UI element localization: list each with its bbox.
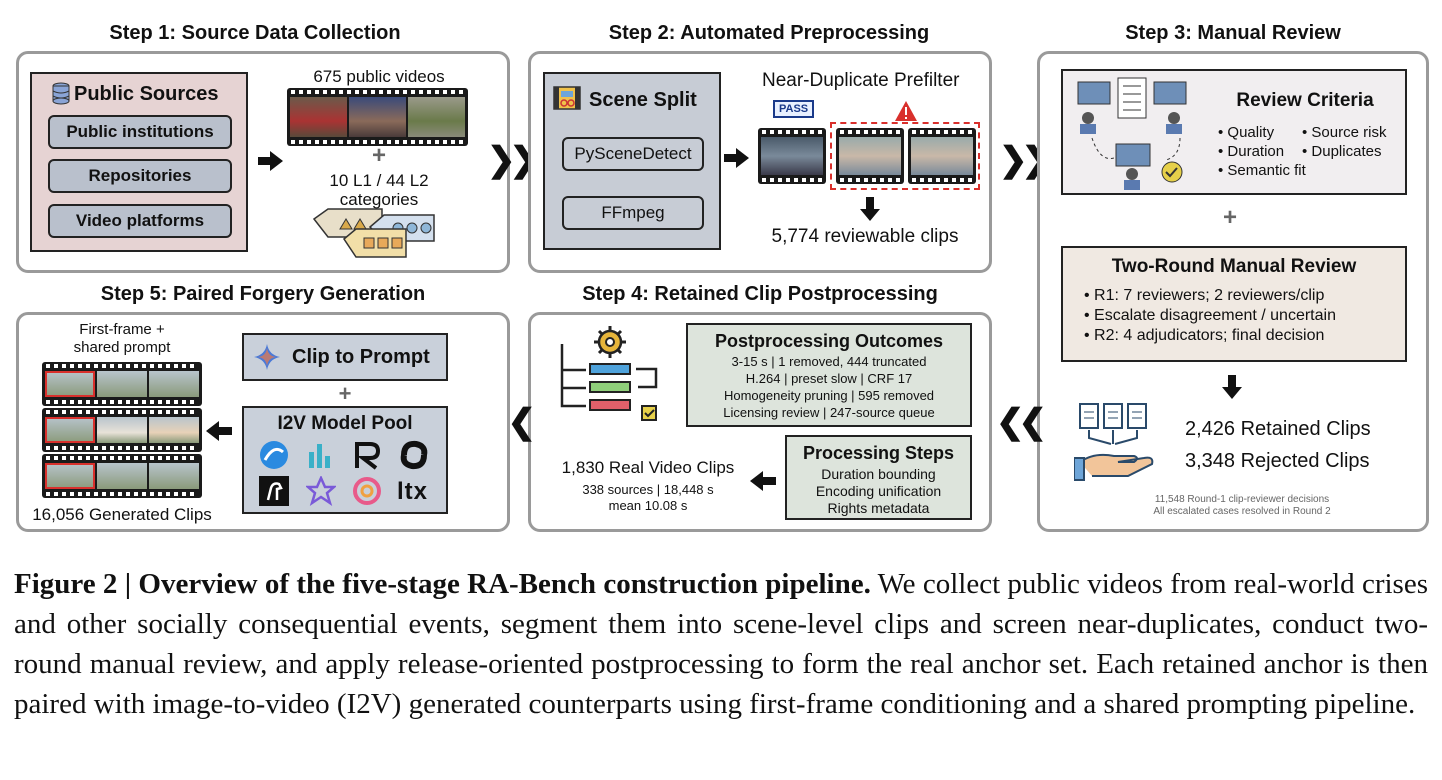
source-video-platforms: Video platforms bbox=[48, 204, 232, 238]
outcome-duration: 3-15 s | 1 removed, 444 truncated bbox=[731, 354, 927, 369]
clip-to-prompt-label: Clip to Prompt bbox=[292, 346, 430, 368]
retained-clips: 2,426 Retained Clips bbox=[1185, 418, 1371, 440]
postprocessing-outcomes-title: Postprocessing Outcomes bbox=[714, 331, 944, 351]
review-criteria-title: Review Criteria bbox=[1236, 90, 1374, 111]
generated-filmstrip-2 bbox=[42, 408, 202, 452]
reviewable-clips: 5,774 reviewable clips bbox=[771, 226, 959, 247]
videos-count: 675 public videos bbox=[313, 67, 445, 86]
model-logo-star-icon bbox=[306, 476, 336, 506]
arrow-right-icon bbox=[258, 151, 283, 171]
model-logo-ring-icon bbox=[400, 440, 428, 470]
generated-filmstrip-3 bbox=[42, 454, 202, 498]
duplicate-clip-film-1 bbox=[836, 128, 904, 184]
criteria-source-risk: • Source risk bbox=[1302, 124, 1387, 141]
step4-title: Step 4: Retained Clip Postprocessing bbox=[582, 283, 938, 305]
rejected-clips: 3,348 Rejected Clips bbox=[1185, 450, 1370, 472]
plus-sign: + bbox=[338, 381, 352, 406]
criteria-semantic-fit: • Semantic fit bbox=[1218, 162, 1306, 179]
outcome-encoding: H.264 | preset slow | CRF 17 bbox=[745, 371, 913, 386]
chevron-right-icon: ❯❯ bbox=[487, 141, 538, 179]
figure-caption: Figure 2 | Overview of the five-stage RA… bbox=[14, 564, 1428, 724]
duplicate-clip-film-2 bbox=[908, 128, 976, 184]
warning-icon bbox=[895, 101, 917, 121]
model-logo-ltx: ltx bbox=[397, 478, 429, 505]
two-round-review-box bbox=[1061, 246, 1407, 362]
chevron-left-icon: ❮❮ bbox=[996, 403, 1047, 441]
prefilter-title: Near-Duplicate Prefilter bbox=[762, 70, 960, 91]
caption-text: We collect public videos from real-world… bbox=[14, 568, 1428, 720]
real-clips-sources: 338 sources | 18,448 s bbox=[582, 482, 714, 497]
tags-icon bbox=[312, 208, 435, 258]
review-item-escalate: • Escalate disagreement / uncertain bbox=[1084, 307, 1336, 324]
plus-sign: + bbox=[1222, 204, 1237, 231]
model-logo-horse-icon bbox=[259, 476, 289, 506]
arrow-down-icon bbox=[860, 197, 880, 221]
duplicate-group-box bbox=[830, 122, 980, 190]
review-item-r2: • R2: 4 adjudicators; final decision bbox=[1084, 327, 1325, 344]
review-meeting-icon bbox=[1077, 77, 1187, 190]
i2v-model-pool-title: I2V Model Pool bbox=[277, 413, 413, 434]
real-video-clips: 1,830 Real Video Clips bbox=[561, 458, 735, 477]
two-round-review-title: Two-Round Manual Review bbox=[1111, 256, 1357, 277]
step-encoding-unification: Encoding unification bbox=[815, 483, 942, 499]
caption-label: Figure 2 | Overview of the five-stage RA… bbox=[14, 568, 871, 600]
hand-documents-icon bbox=[1074, 403, 1154, 481]
source-public-institutions: Public institutions bbox=[48, 115, 232, 149]
arrow-right-icon bbox=[724, 148, 749, 168]
plus-sign: + bbox=[371, 142, 386, 169]
pass-badge: PASS bbox=[773, 100, 815, 118]
postprocessing-outcomes-box bbox=[686, 323, 972, 427]
model-logo-swirl-icon bbox=[353, 477, 381, 505]
categories-label: categories bbox=[339, 190, 419, 209]
tool-ffmpeg: FFmpeg bbox=[562, 196, 704, 230]
public-sources-title: Public Sources bbox=[74, 83, 219, 105]
step-rights-metadata: Rights metadata bbox=[827, 500, 930, 516]
generated-clips-count: 16,056 Generated Clips bbox=[32, 505, 212, 524]
criteria-quality: • Quality bbox=[1218, 124, 1275, 141]
step5-title: Step 5: Paired Forgery Generation bbox=[100, 283, 426, 305]
model-logo-r-icon bbox=[355, 442, 381, 470]
review-note-decisions: 11,548 Round-1 clip-reviewer decisions bbox=[1154, 494, 1330, 505]
sparkle-icon bbox=[254, 344, 280, 370]
step1-title: Step 1: Source Data Collection bbox=[109, 22, 401, 44]
outcome-licensing: Licensing review | 247-source queue bbox=[723, 405, 935, 420]
categories-count: 10 L1 / 44 L2 bbox=[329, 171, 429, 190]
database-icon bbox=[52, 82, 70, 105]
arrow-left-icon bbox=[206, 421, 232, 441]
outcome-homogeneity: Homogeneity pruning | 595 removed bbox=[723, 388, 935, 403]
criteria-duplicates: • Duplicates bbox=[1302, 143, 1382, 160]
review-note-escalated: All escalated cases resolved in Round 2 bbox=[1153, 506, 1331, 517]
step-duration-bounding: Duration bounding bbox=[821, 466, 936, 482]
criteria-duration: • Duration bbox=[1218, 143, 1285, 160]
tool-pyscenedetect: PySceneDetect bbox=[562, 137, 704, 171]
arrow-left-icon bbox=[750, 471, 776, 491]
generated-filmstrip-1 bbox=[42, 362, 202, 406]
step2-title: Step 2: Automated Preprocessing bbox=[608, 22, 930, 44]
shared-prompt-label: shared prompt bbox=[73, 339, 171, 356]
pipeline-gear-icon bbox=[560, 326, 658, 421]
source-repositories: Repositories bbox=[48, 159, 232, 193]
real-clips-mean: mean 10.08 s bbox=[608, 498, 688, 513]
film-scissors-icon bbox=[553, 86, 581, 110]
arrow-down-icon bbox=[1222, 375, 1242, 399]
first-frame-label: First-frame + bbox=[79, 321, 165, 338]
processing-steps-box bbox=[785, 435, 972, 520]
scene-split-title: Scene Split bbox=[589, 89, 697, 111]
video-filmstrip bbox=[287, 88, 468, 146]
processing-steps-title: Processing Steps bbox=[802, 443, 955, 463]
model-logo-wave-icon bbox=[260, 441, 288, 469]
pass-clip-film bbox=[758, 128, 826, 184]
review-item-r1: • R1: 7 reviewers; 2 reviewers/clip bbox=[1084, 287, 1325, 304]
model-logo-bars-icon bbox=[309, 444, 330, 468]
step3-title: Step 3: Manual Review bbox=[1125, 22, 1341, 44]
